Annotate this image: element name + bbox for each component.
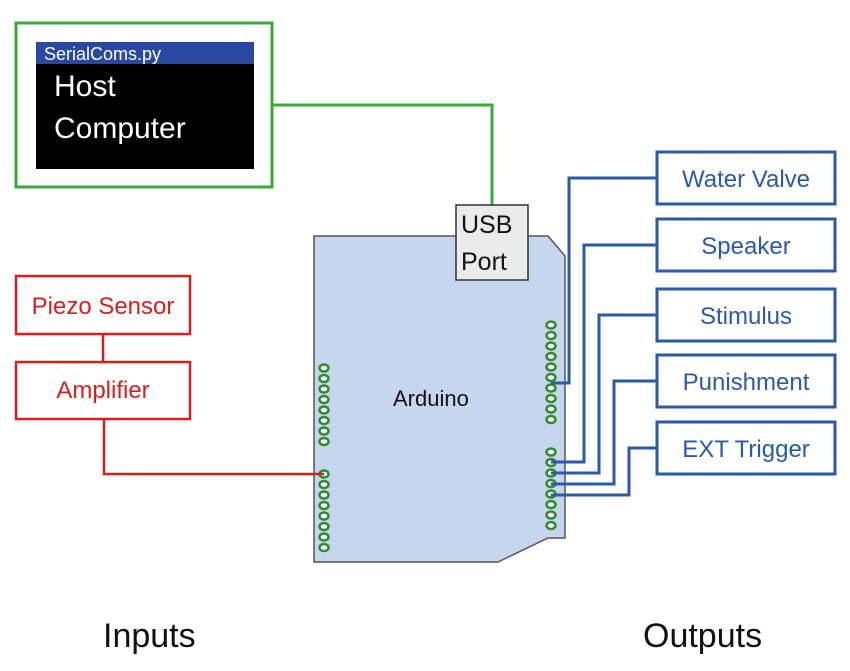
header-pin — [545, 510, 557, 520]
punishment-label: Punishment — [683, 369, 810, 396]
header-pin — [318, 363, 330, 373]
header-pin — [318, 405, 330, 415]
wire-stimulus — [551, 313, 657, 475]
water-valve-label: Water Valve — [682, 166, 810, 193]
punishment-box — [655, 353, 837, 409]
header-pin — [318, 542, 330, 553]
header-pin — [318, 384, 330, 394]
stimulus-label: Stimulus — [700, 303, 792, 330]
header-pin — [318, 436, 330, 447]
input-chain: Piezo Sensor Amplifier — [14, 274, 324, 476]
header-pin — [545, 362, 557, 372]
board-label: Arduino — [393, 386, 469, 411]
header-pin — [545, 383, 557, 393]
usb-wire — [272, 103, 494, 205]
left-pin-header — [318, 363, 330, 553]
ext-trigger-label: EXT Trigger — [682, 436, 810, 463]
board-outline — [313, 235, 566, 563]
host-label-line2: Computer — [54, 112, 186, 145]
usb-label-line1: USB — [461, 211, 512, 239]
header-pin — [545, 393, 557, 404]
amplifier-label: Amplifier — [56, 377, 149, 404]
usb-port-box — [455, 204, 529, 281]
header-pin — [545, 520, 557, 531]
speaker-label: Speaker — [701, 233, 790, 260]
wire-water-valve — [551, 176, 657, 385]
header-pin — [318, 479, 330, 490]
header-pin — [545, 351, 557, 362]
header-pin — [318, 511, 330, 521]
output-chain: Water Valve Speaker Stimulus Punishment … — [551, 150, 837, 497]
host-label-line1: Host — [54, 70, 116, 103]
header-pin — [545, 414, 557, 425]
wire-ext-trigger — [551, 446, 657, 497]
header-pin — [318, 490, 330, 500]
piezo-sensor-label: Piezo Sensor — [32, 293, 175, 320]
ext-trigger-box — [655, 420, 837, 476]
outputs-heading: Outputs — [643, 617, 762, 655]
header-pin — [545, 330, 557, 341]
header-pin — [545, 499, 557, 510]
wire-punishment — [551, 379, 657, 486]
stimulus-box — [655, 287, 837, 343]
header-pin — [545, 341, 557, 351]
usb-port: USB Port — [455, 204, 529, 281]
header-pin — [545, 404, 557, 414]
header-pin — [318, 521, 330, 532]
piezo-sensor-box — [14, 274, 192, 336]
header-pin — [318, 426, 330, 436]
header-pin — [545, 320, 557, 330]
amplifier-to-board-wire — [102, 419, 324, 476]
window-title: SerialComs.py — [44, 44, 161, 64]
water-valve-box — [655, 150, 837, 206]
header-pin — [318, 394, 330, 405]
inputs-heading: Inputs — [103, 617, 196, 655]
header-pin — [318, 415, 330, 426]
speaker-box — [655, 217, 837, 273]
header-pin — [318, 532, 330, 542]
usb-label-line2: Port — [461, 248, 507, 276]
wire-speaker — [551, 243, 657, 464]
host-computer: SerialComs.py Host Computer — [14, 21, 274, 189]
arduino-board: Arduino — [313, 235, 566, 563]
amplifier-box — [14, 360, 192, 421]
window-title-bar — [36, 42, 254, 64]
header-pin — [318, 373, 330, 384]
header-pin — [545, 447, 557, 457]
header-pin — [545, 372, 557, 383]
header-pin — [318, 500, 330, 511]
